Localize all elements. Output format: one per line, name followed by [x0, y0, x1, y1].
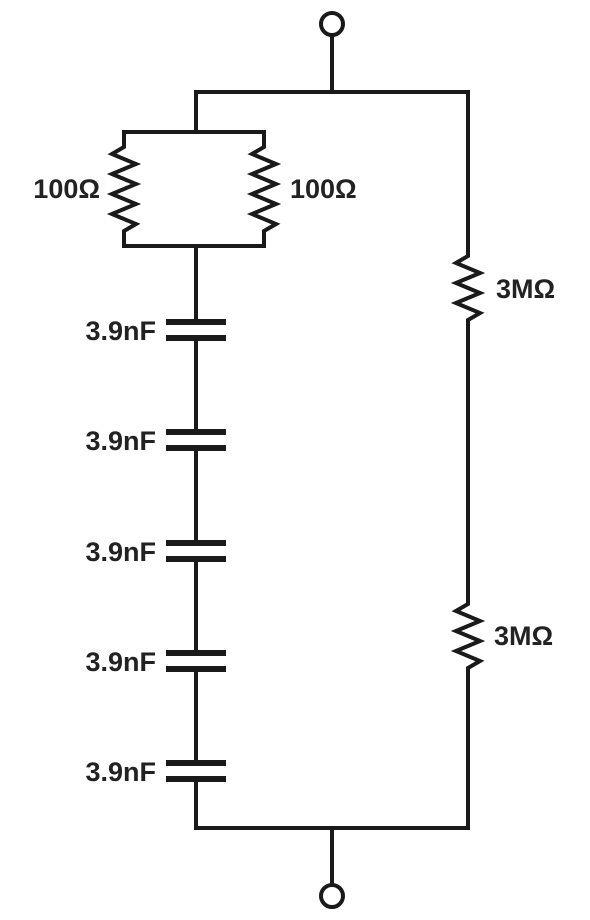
bottom-terminal[interactable]: [319, 883, 345, 909]
top-terminal[interactable]: [319, 11, 345, 37]
capacitor-2-label: 3.9nF: [85, 426, 156, 456]
resistor-100ohm-right: [246, 130, 282, 248]
resistor-100ohm-left-label: 100Ω: [33, 174, 100, 204]
resistor-3mohm-upper-label: 3MΩ: [496, 274, 555, 304]
capacitor-4-label: 3.9nF: [85, 647, 156, 677]
capacitor-1-label: 3.9nF: [85, 316, 156, 346]
capacitor-4: [166, 650, 226, 672]
capacitor-3-label: 3.9nF: [85, 537, 156, 567]
resistor-3mohm-lower: [450, 588, 486, 686]
capacitor-5: [166, 760, 226, 782]
capacitor-3: [166, 540, 226, 562]
capacitor-2: [166, 429, 226, 451]
resistor-100ohm-right-label: 100Ω: [290, 174, 357, 204]
capacitor-1: [166, 319, 226, 341]
resistor-3mohm-upper: [450, 240, 486, 338]
capacitor-5-label: 3.9nF: [85, 757, 156, 787]
resistor-100ohm-left: [106, 130, 142, 248]
resistor-3mohm-lower-label: 3MΩ: [494, 621, 553, 651]
